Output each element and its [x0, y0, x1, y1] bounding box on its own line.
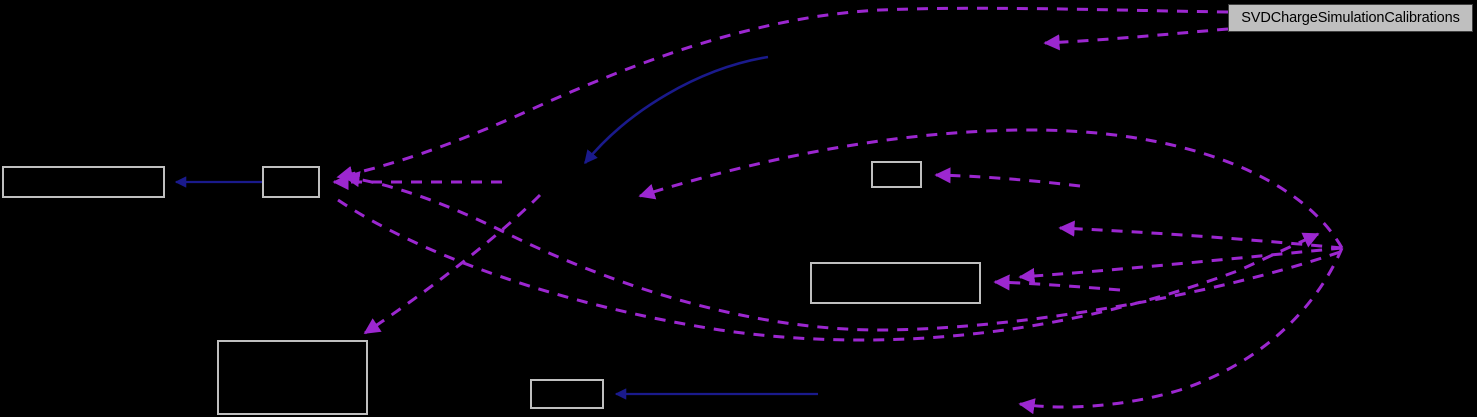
edge-dashed-top-long: [336, 6, 1229, 182]
edge-dashed-hub-in-low: [337, 198, 1320, 342]
node-left-small[interactable]: [262, 166, 320, 198]
edge-dashed-hub-mid: [1058, 220, 1343, 250]
node-upper-mid-small[interactable]: [871, 161, 922, 188]
edge-dashed-hub-bottom: [1018, 247, 1344, 415]
edge-dashed-cross-up: [343, 171, 1341, 332]
edge-dashed-root-in: [1043, 27, 1229, 51]
node-root[interactable]: SVDChargeSimulationCalibrations: [1228, 4, 1473, 32]
edge-dashed-cross-down: [363, 193, 542, 335]
node-lower-left-tall[interactable]: [217, 340, 368, 415]
node-left-wide[interactable]: [2, 166, 165, 198]
node-center-wide[interactable]: [810, 262, 981, 304]
edge-dashed-small-box: [934, 167, 1081, 188]
node-bottom-center-small[interactable]: [530, 379, 604, 409]
edge-solid-curve: [583, 55, 769, 165]
edge-dashed-hub-upper: [638, 128, 1344, 249]
node-root-label: SVDChargeSimulationCalibrations: [1241, 9, 1460, 26]
edge-dashed-hub-lower: [1018, 246, 1343, 285]
edge-dashed-center-box: [993, 274, 1121, 292]
